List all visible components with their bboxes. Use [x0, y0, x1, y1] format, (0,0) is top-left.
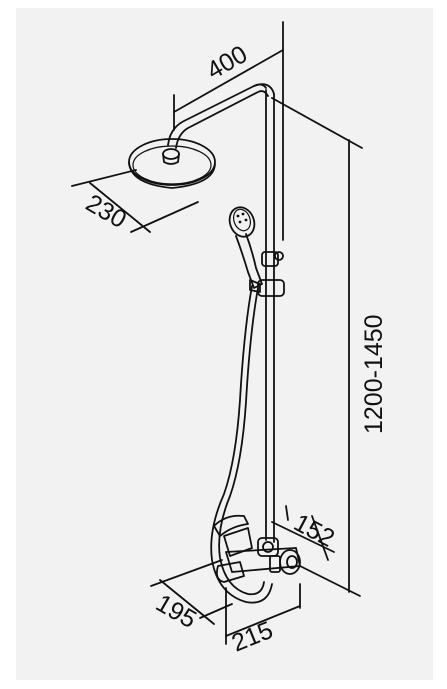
shower-arm	[167, 83, 275, 149]
dim-wall-offset: 152	[271, 505, 339, 561]
thermostatic-mixer	[213, 514, 301, 583]
shower-hose	[210, 285, 273, 604]
dim-arm-length-label: 400	[202, 40, 252, 85]
dim-depth: 195	[150, 559, 233, 634]
dim-height: 1200-1450	[271, 97, 388, 597]
dim-wall-offset-label: 152	[289, 509, 339, 553]
dim-mixer-width-label: 215	[228, 616, 277, 658]
rain-shower-head	[128, 138, 216, 189]
slide-holder	[249, 251, 285, 297]
diagram-background	[16, 8, 433, 680]
dim-height-label: 1200-1450	[360, 314, 388, 434]
riser-pipe	[265, 89, 275, 543]
hand-shower	[228, 206, 263, 289]
dim-mixer-width: 215	[225, 583, 301, 658]
dim-head-diameter: 230	[71, 169, 199, 234]
dim-head-diameter-label: 230	[81, 189, 131, 234]
dim-depth-label: 195	[151, 589, 201, 634]
